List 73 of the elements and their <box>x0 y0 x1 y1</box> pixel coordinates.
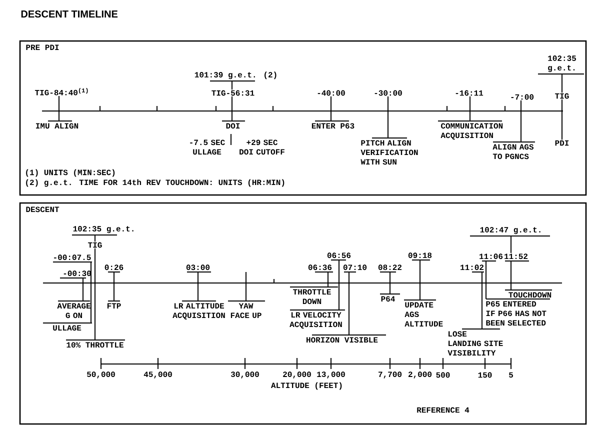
time-label: -30:00 <box>374 90 402 96</box>
event-label: DOI <box>222 120 246 129</box>
stem-line <box>338 260 340 310</box>
altitude-value: 20,000 <box>283 372 311 378</box>
altitude-value: 45,000 <box>144 372 172 378</box>
event-label: IMU ALIGN <box>36 120 78 129</box>
footnote: (1) UNITS (MIN:SEC) <box>26 169 115 177</box>
stem-line <box>348 272 350 336</box>
event-label: 06:36 <box>308 264 334 272</box>
stem-line <box>90 262 92 324</box>
stem-line <box>58 96 60 122</box>
event-label: UPDATE AGS ALTITUDE <box>404 300 443 327</box>
event-label: -00:30 <box>60 270 91 278</box>
event-label: PITCH ALIGN VERIFICATION WITH SUN <box>360 138 418 165</box>
altitude-value: 5 <box>509 372 513 378</box>
stem-line <box>94 234 96 242</box>
event-label: 10% THROTTLE <box>66 340 126 348</box>
event-label: 08:22 <box>378 264 402 272</box>
axis-label: ALTITUDE (FEET) <box>271 382 342 390</box>
time-label: -7:00 <box>511 94 534 100</box>
altitude-value: 2,000 <box>408 372 432 378</box>
altitude-value: 7,700 <box>378 372 402 378</box>
event-label: P65 ENTERED IF P66 HAS NOT BEEN SELECTED <box>486 298 550 326</box>
event-label: 09:18 <box>408 252 432 260</box>
event-label: AVERAGE G ON <box>57 300 90 318</box>
event-label: 0:26 <box>104 264 124 272</box>
time-label: TIG-84:40$^{(1)}$ <box>35 88 88 96</box>
title: DESCENT TIMELINE <box>21 10 118 18</box>
event-label: HORIZON VISIBLE <box>306 334 386 343</box>
time-label: PDI <box>555 140 569 146</box>
event-label: ALIGN AGS TO PGNCS <box>492 142 536 160</box>
event-label: 03:00 <box>186 264 212 272</box>
stem-line <box>82 278 84 302</box>
stem-line <box>510 236 512 254</box>
time-label: -16:11 <box>456 90 484 96</box>
altitude-value: 150 <box>478 372 492 378</box>
event-label: YAW FACE UP <box>228 300 266 318</box>
event-label: 102:35 g.e.t. <box>72 226 134 236</box>
event-label: 11:02 <box>460 264 484 272</box>
event-label: FTP <box>107 300 121 308</box>
event-label: 06:56 <box>327 252 351 260</box>
stem-line <box>330 96 332 122</box>
event-label: ENTER P63 <box>312 120 354 129</box>
footnote: (2) g.e.t. TIME FOR 14th REV TOUCHDOWN: UNITS (HR:MIN) <box>26 179 284 187</box>
event-label: ULLAGE <box>42 322 92 331</box>
event-label: -00:07.5 <box>52 254 92 262</box>
reference-note: REFERENCE 4 <box>417 407 470 413</box>
altitude-value: 30,000 <box>230 372 259 378</box>
time-label: TIG-56:31 <box>212 90 254 96</box>
event-label: LOSE LANDING SITE VISIBILITY <box>448 328 503 356</box>
time-label: -7.5 SEC ULLAGE <box>190 140 225 155</box>
time-label: TIG <box>555 93 569 99</box>
event-label: THROTTLE DOWN <box>290 286 338 304</box>
event-label: 102:35 g.e.t. <box>538 56 584 74</box>
event-label: P64 <box>380 294 400 302</box>
event-label: 11:06 <box>480 254 503 262</box>
event-label: LR VELOCITY ACQUISITION <box>290 310 346 329</box>
altitude-value: 50,000 <box>87 372 115 378</box>
event-label: 07:10 <box>343 264 367 272</box>
event-label: TOUCHDOWN <box>504 290 552 298</box>
event-label: COMMUNICATION ACQUISITION <box>438 120 503 140</box>
altitude-value: 500 <box>436 372 450 378</box>
stem-line <box>510 260 512 290</box>
time-label: TIG <box>88 242 102 248</box>
event-label: 101:39 g.e.t. (2) <box>194 72 276 82</box>
stem-line <box>94 248 96 340</box>
altitude-value: 13,000 <box>317 372 345 378</box>
time-label: -40:00 <box>318 90 345 96</box>
event-label: 102:47 g.e.t. <box>470 227 550 236</box>
stem-line <box>520 100 522 142</box>
event-label: 11:52 <box>504 254 530 262</box>
time-label: +29 SEC DOI CUTOFF <box>240 140 284 155</box>
event-label: LR ALTITUDE ACQUISITION <box>172 300 225 320</box>
